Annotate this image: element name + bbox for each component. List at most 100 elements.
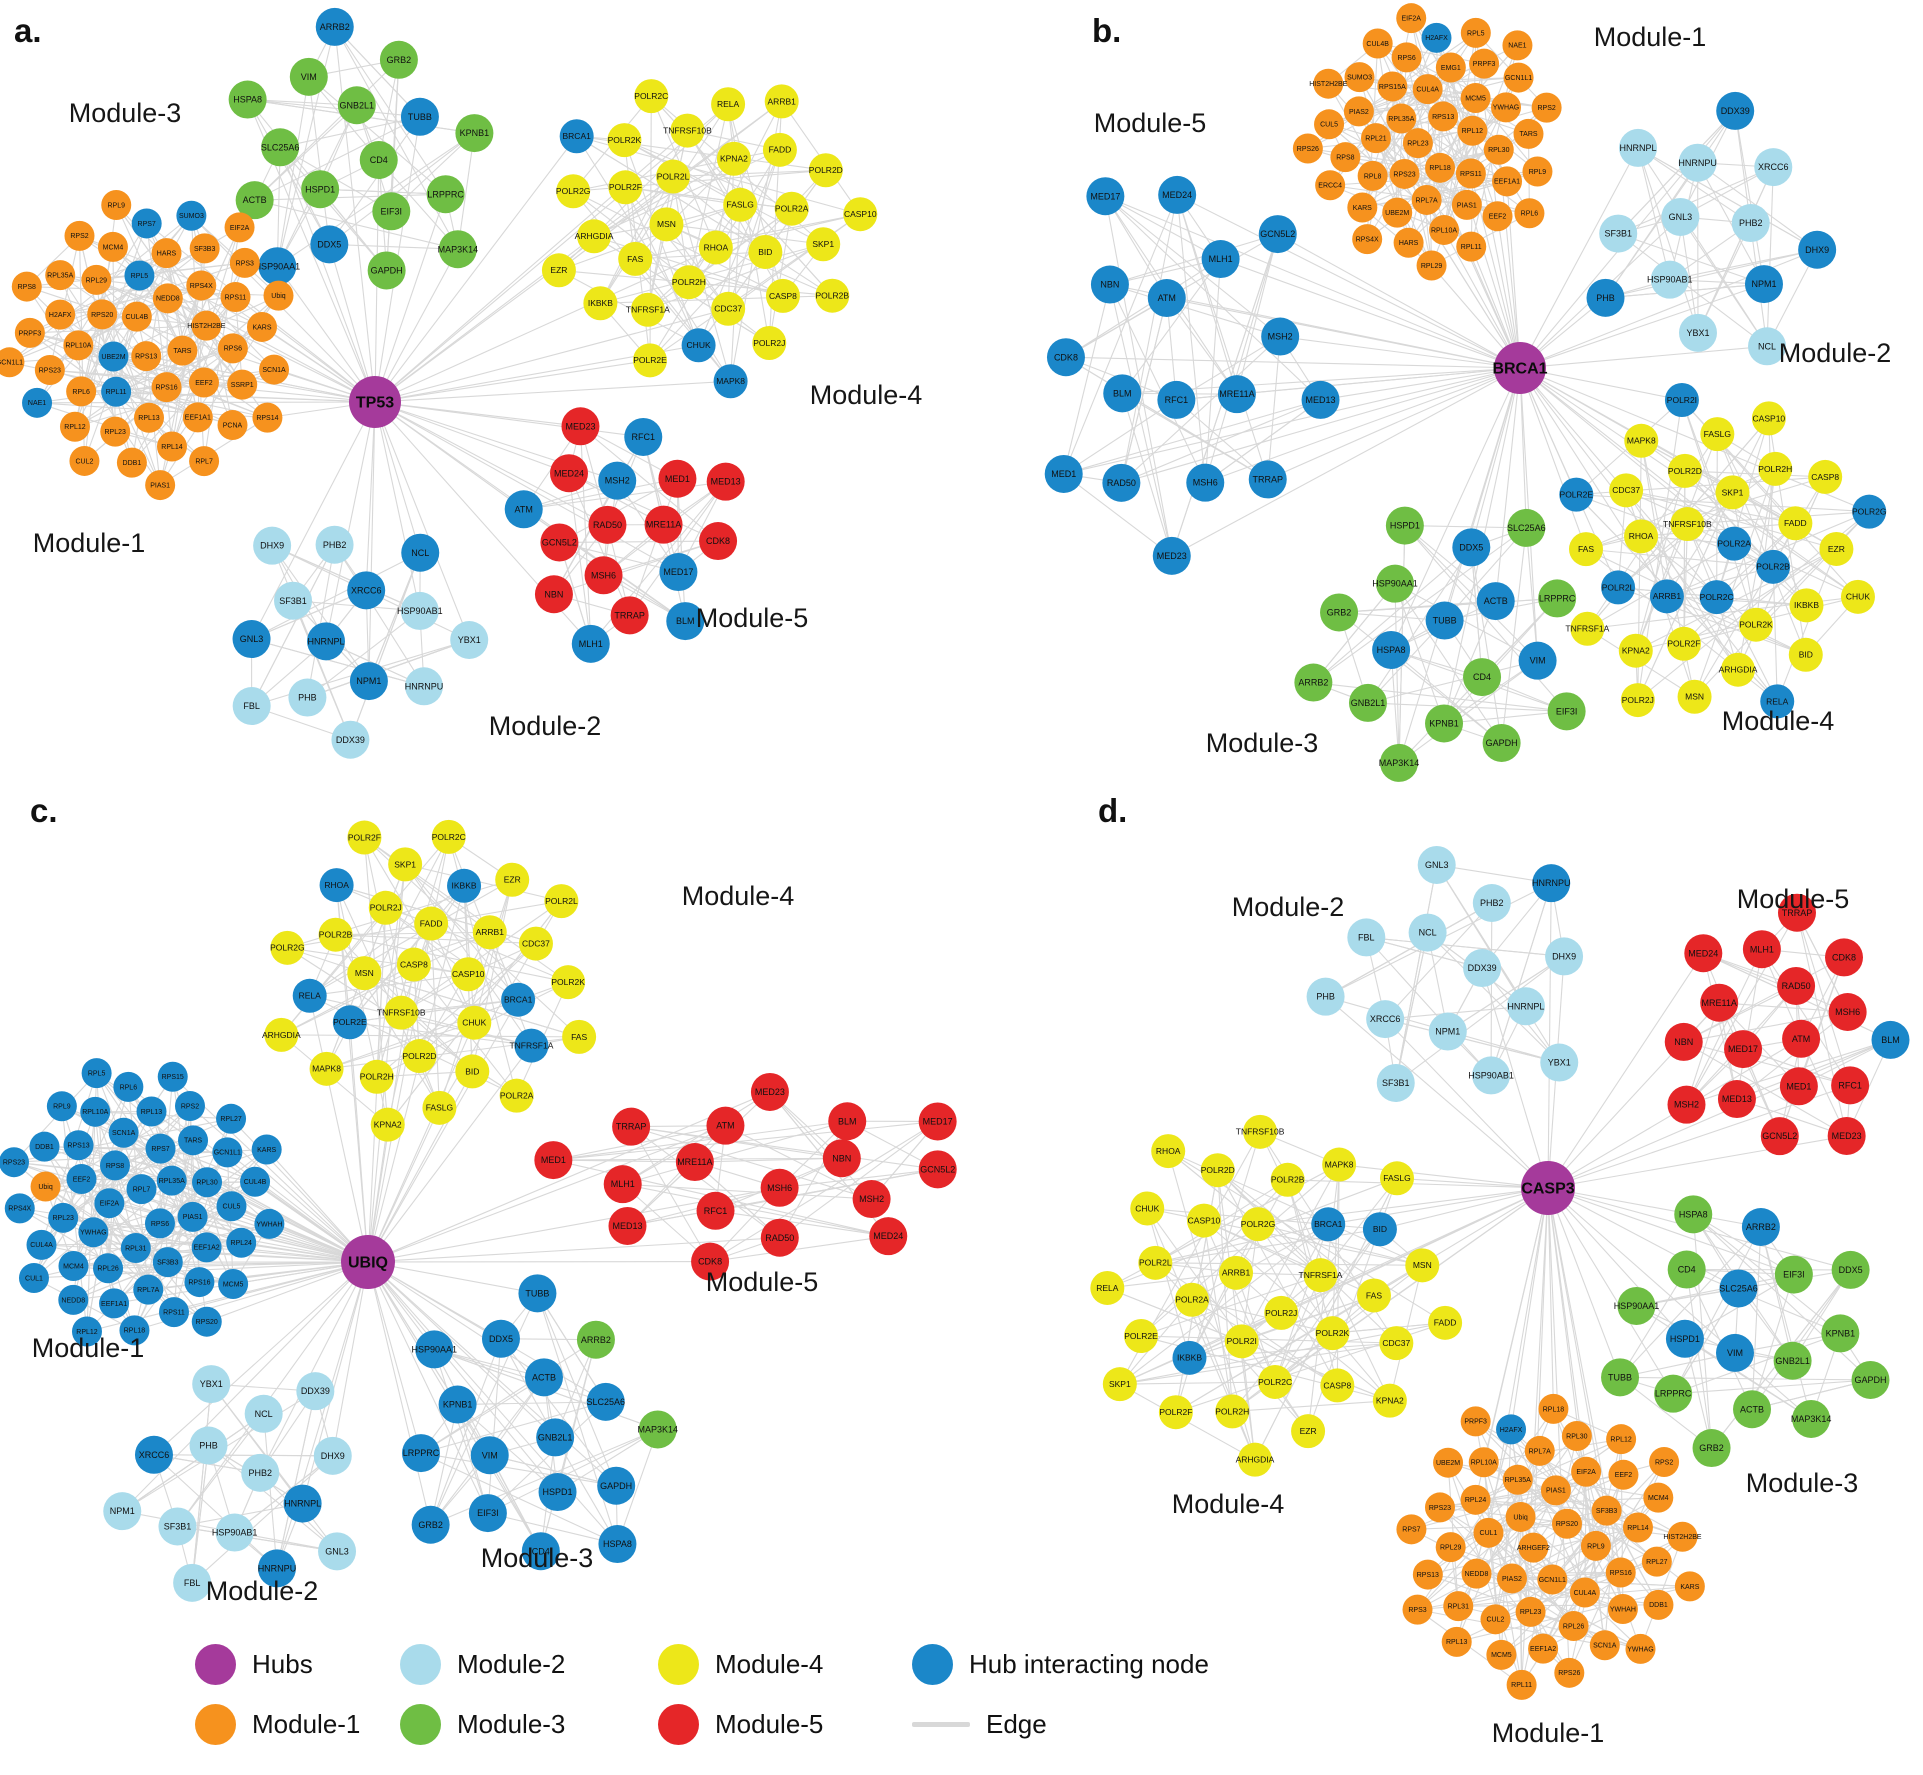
node-label: VIM bbox=[301, 72, 317, 82]
node-label: MED24 bbox=[1162, 190, 1192, 200]
node-label: NCL bbox=[1419, 928, 1437, 938]
node-ACTB bbox=[1733, 1390, 1772, 1429]
node-PIAS2 bbox=[1343, 96, 1374, 127]
legend-label-edge: Edge bbox=[986, 1708, 1047, 1739]
node-label: RPS11 bbox=[1460, 171, 1482, 178]
node-POLR2F bbox=[1666, 626, 1701, 661]
node-label: DDB1 bbox=[1649, 1602, 1668, 1609]
node-label: ATM bbox=[1158, 293, 1176, 303]
node-POLR2B bbox=[318, 917, 353, 952]
node-label: CUL4A bbox=[1416, 86, 1439, 93]
node-POLR2F bbox=[347, 820, 382, 855]
hub-node-BRCA1 bbox=[1494, 342, 1546, 394]
node-label: RPL7A bbox=[1416, 197, 1439, 204]
node-label: TARS bbox=[184, 1138, 202, 1145]
node-RELA bbox=[1090, 1270, 1125, 1305]
node-PRPF3 bbox=[1460, 1406, 1491, 1437]
node-POLR2L bbox=[544, 884, 579, 919]
node-KPNB1 bbox=[1425, 704, 1464, 743]
node-MED17 bbox=[659, 553, 698, 592]
node-RPS23 bbox=[1389, 158, 1420, 189]
node-Ubiq bbox=[1505, 1501, 1536, 1532]
node-label: PRPF3 bbox=[1473, 61, 1496, 68]
node-label: MSH2 bbox=[605, 476, 630, 486]
node-label: MLH1 bbox=[1209, 254, 1233, 264]
node-label: RPS23 bbox=[1393, 171, 1415, 178]
node-RPL18 bbox=[119, 1315, 150, 1346]
node-POLR2F bbox=[1158, 1395, 1193, 1430]
node-CHUK bbox=[1840, 579, 1875, 614]
node-MAPK8 bbox=[713, 364, 748, 399]
node-label: POLR2L bbox=[1602, 582, 1635, 592]
module-label: Module-5 bbox=[1737, 884, 1850, 914]
node-label: CUL4A bbox=[1574, 1590, 1597, 1597]
node-EZR bbox=[1819, 531, 1854, 566]
module-label: Module-5 bbox=[696, 603, 809, 633]
node-CASP10 bbox=[1751, 401, 1786, 436]
node-label: ARHGDIA bbox=[1719, 665, 1758, 675]
node-MSN bbox=[649, 207, 684, 242]
node-SF3B3 bbox=[152, 1247, 183, 1278]
node-TNFRSF1A bbox=[514, 1028, 549, 1063]
node-MED1 bbox=[1779, 1067, 1818, 1106]
node-label: SUMO3 bbox=[1347, 74, 1372, 81]
node-label: SF3B1 bbox=[279, 596, 307, 606]
node-MED13 bbox=[1301, 380, 1340, 419]
node-label: HNRNPL bbox=[1620, 143, 1657, 153]
node-SF3B3 bbox=[1591, 1495, 1622, 1526]
module-label: Module-3 bbox=[1746, 1468, 1859, 1498]
node-label: GAPDH bbox=[371, 266, 403, 276]
node-label: GAPDH bbox=[600, 1481, 632, 1491]
node-CASP8 bbox=[1320, 1368, 1355, 1403]
node-CASP8 bbox=[1808, 459, 1843, 494]
node-label: CDK8 bbox=[1054, 352, 1078, 362]
node-POLR2J bbox=[1264, 1295, 1299, 1330]
node-label: TUBB bbox=[1433, 616, 1457, 626]
node-label: ARRB2 bbox=[1746, 1222, 1776, 1232]
node-RPS16 bbox=[1605, 1557, 1636, 1588]
node-ACTB bbox=[524, 1358, 563, 1397]
node-label: RPS26 bbox=[1297, 146, 1319, 153]
node-label: HSP90AA1 bbox=[411, 1344, 457, 1354]
node-label: NCL bbox=[1758, 341, 1776, 351]
node-label: POLR2L bbox=[1139, 1258, 1172, 1268]
node-label: POLR2B bbox=[319, 930, 353, 940]
node-EIF3I bbox=[1547, 692, 1586, 731]
node-HNRNPU bbox=[257, 1549, 296, 1588]
node-label: EIF2A bbox=[230, 225, 250, 232]
node-label: POLR2L bbox=[657, 171, 690, 181]
node-label: NAE1 bbox=[1508, 43, 1526, 50]
node-PRPF3 bbox=[1469, 48, 1500, 79]
node-label: MED1 bbox=[665, 474, 690, 484]
node-HIST2H2BE bbox=[1313, 68, 1344, 99]
node-label: YWHAG bbox=[1493, 105, 1519, 112]
node-MAP3K14 bbox=[638, 1410, 677, 1449]
node-POLR2F bbox=[608, 170, 643, 205]
node-label: BLM bbox=[676, 616, 695, 626]
node-XRCC6 bbox=[134, 1435, 173, 1474]
node-label: RPL23 bbox=[105, 429, 127, 436]
node-label: BLM bbox=[1113, 388, 1132, 398]
node-CD4 bbox=[1667, 1250, 1706, 1289]
node-GNB2L1 bbox=[337, 86, 376, 125]
node-label: RPL26 bbox=[1563, 1623, 1585, 1630]
node-GAPDH bbox=[597, 1466, 636, 1505]
module-label: Module-3 bbox=[69, 98, 182, 128]
node-label: POLR2J bbox=[370, 903, 402, 913]
node-label: RFC1 bbox=[632, 432, 656, 442]
node-RPL31 bbox=[1443, 1591, 1474, 1622]
node-label: POLR2B bbox=[816, 291, 850, 301]
node-label: HSPA8 bbox=[1679, 1209, 1708, 1219]
node-GNL3 bbox=[1417, 845, 1456, 884]
node-RPL30 bbox=[1561, 1420, 1592, 1451]
node-KARS bbox=[1347, 192, 1378, 223]
node-HIST2H2BE bbox=[191, 310, 222, 341]
node-label: XRCC6 bbox=[139, 1450, 170, 1460]
node-label: GRB2 bbox=[387, 55, 412, 65]
node-GCN5L2 bbox=[918, 1150, 957, 1189]
node-CDK8 bbox=[699, 522, 738, 561]
node-label: CASP8 bbox=[769, 291, 797, 301]
node-label: MED23 bbox=[565, 421, 595, 431]
node-label: RPL29 bbox=[1421, 263, 1443, 270]
node-RPL23 bbox=[48, 1202, 79, 1233]
